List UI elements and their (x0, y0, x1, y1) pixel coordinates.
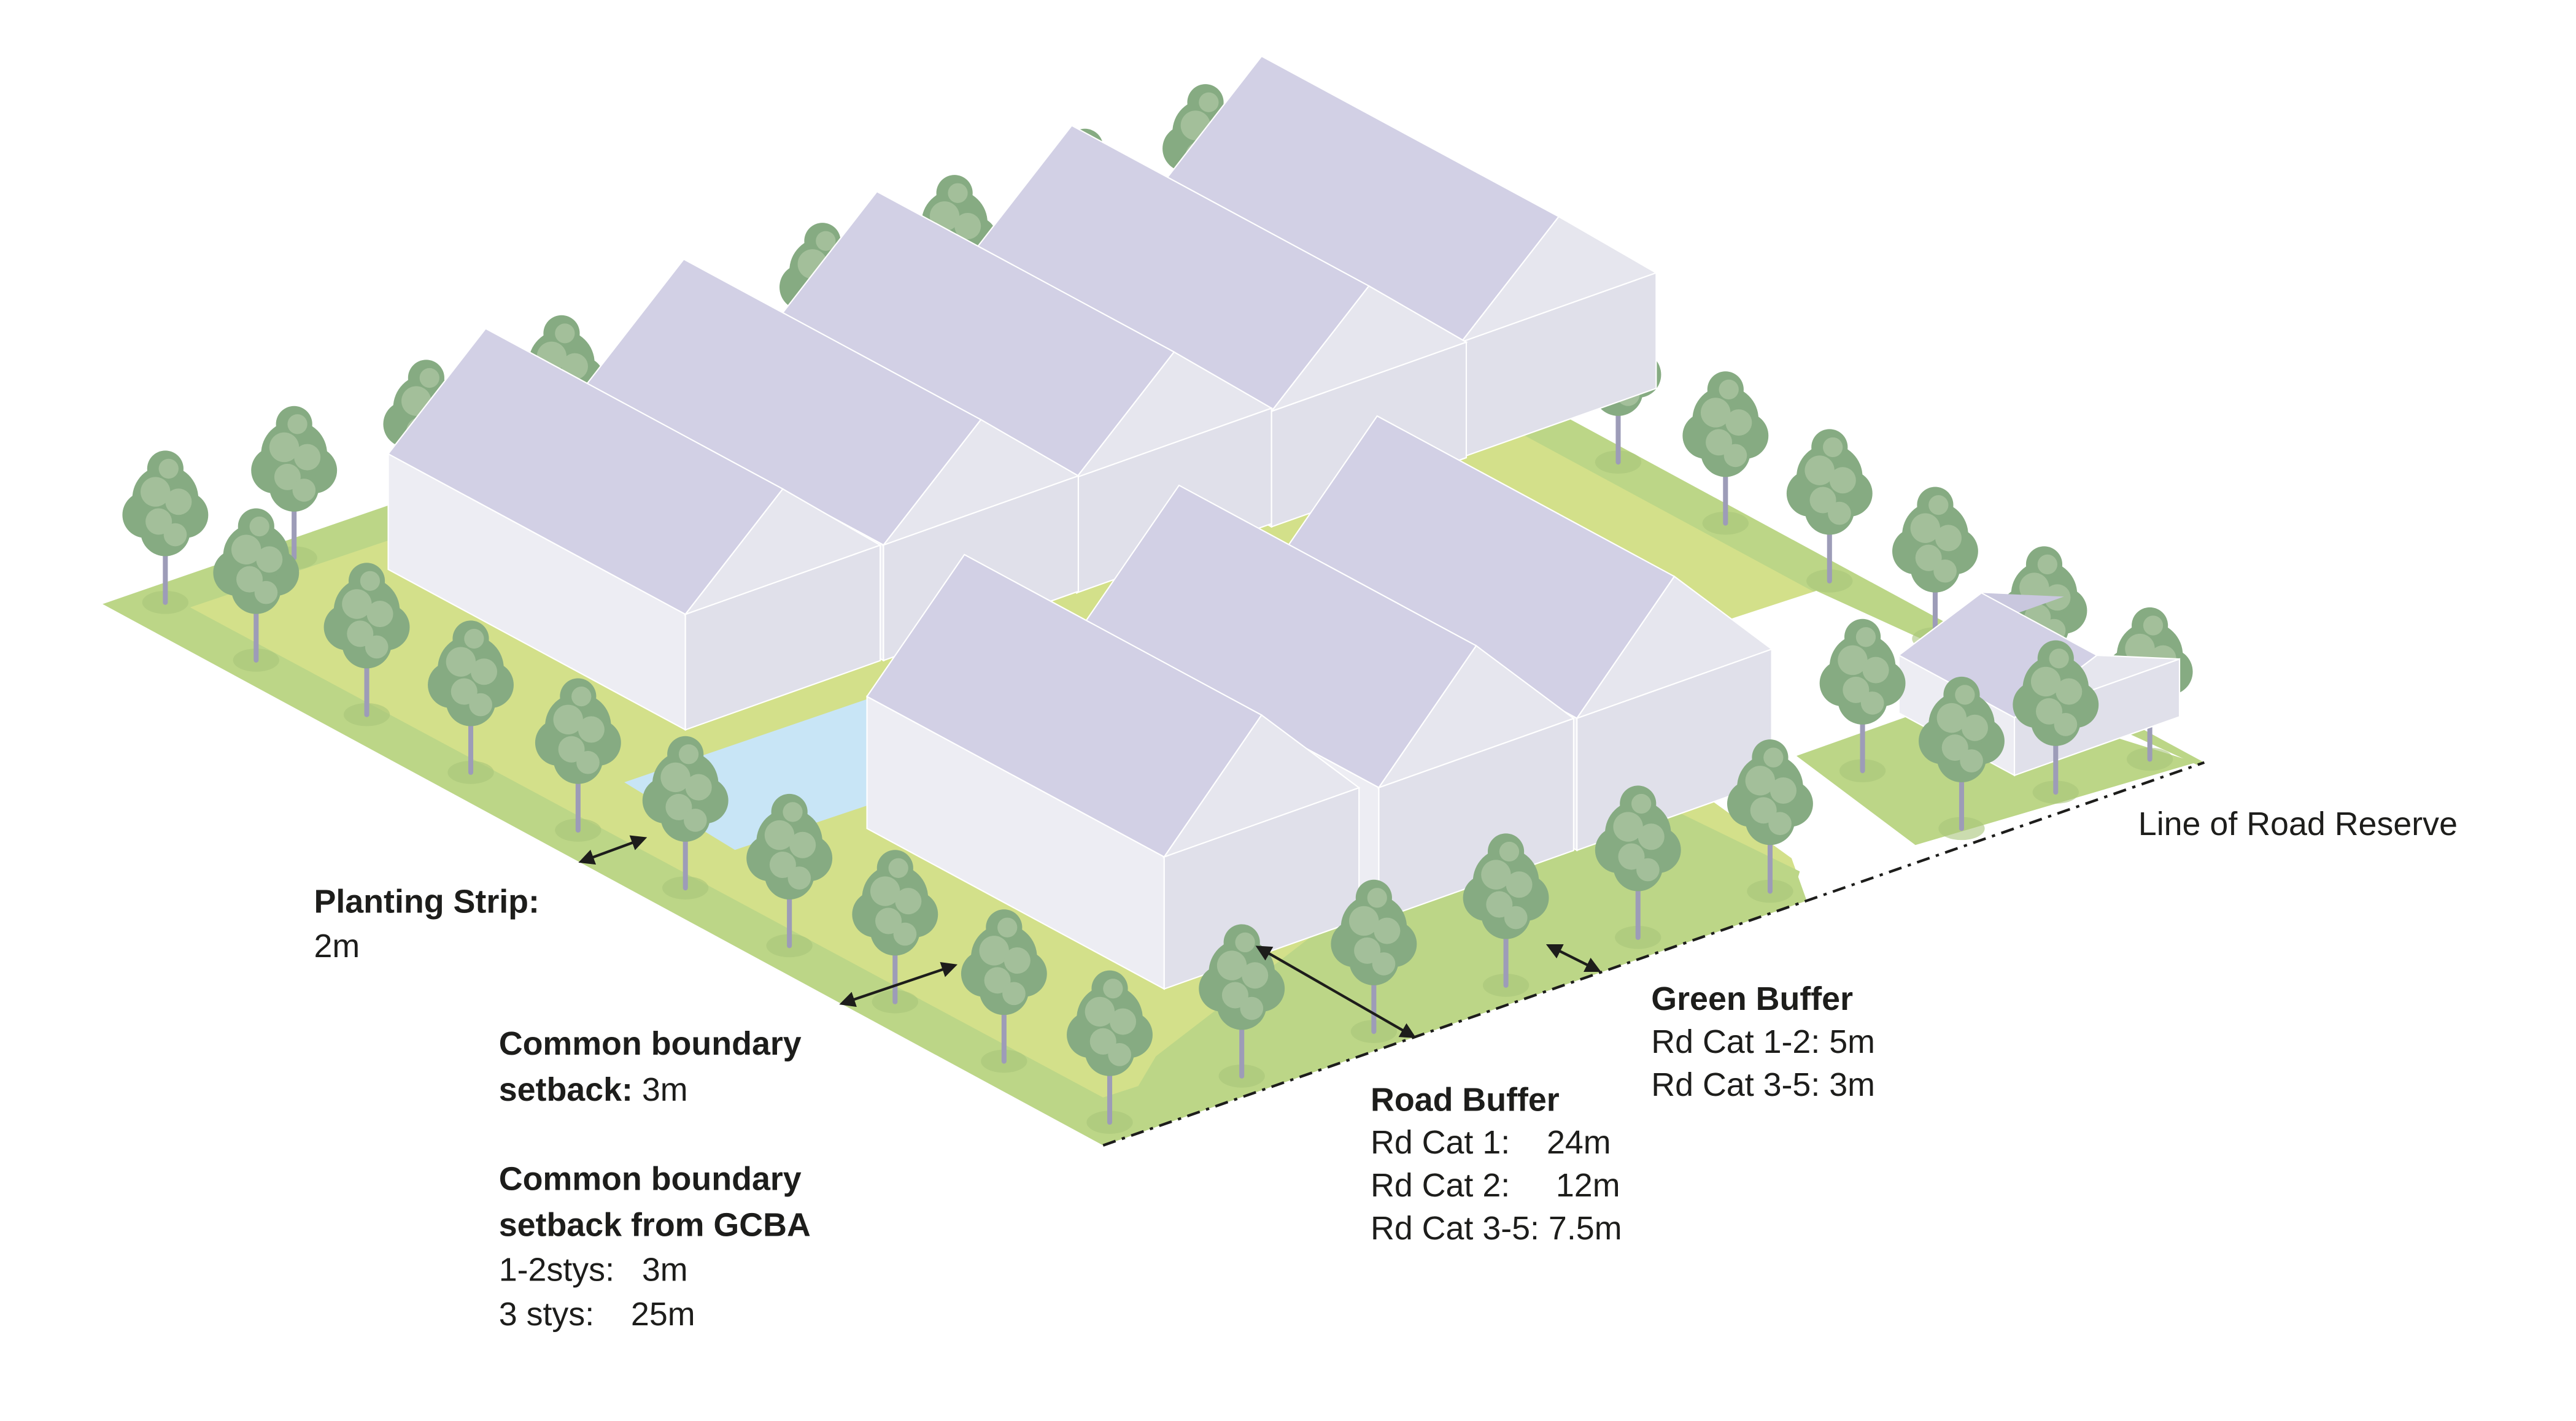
label-common-boundary: Common boundary setback: 3m (499, 1025, 802, 1108)
planting-strip-arrow (578, 835, 648, 865)
tree-canopy (1786, 429, 1873, 535)
tree-canopy (2013, 640, 2099, 746)
tree (213, 508, 300, 672)
label-planting-strip: Planting Strip: 2m (314, 884, 540, 965)
tree-canopy (1463, 833, 1549, 939)
tree (323, 563, 410, 726)
house-gable (1075, 351, 1274, 479)
tree (1595, 785, 1681, 949)
tree (746, 793, 833, 958)
tree-canopy (1819, 618, 1906, 725)
tree-canopy (1727, 739, 1813, 845)
tree-canopy (1595, 785, 1681, 891)
tree-canopy (122, 450, 209, 556)
house-gable (881, 418, 1080, 547)
tree (1819, 618, 1906, 783)
road-buffer-title: Road Buffer (1371, 1081, 1560, 1118)
road-reserve-label: Line of Road Reserve (2138, 806, 2458, 842)
setback-label: setback: (499, 1071, 633, 1108)
tree (1067, 970, 1153, 1134)
house-gable (1459, 215, 1658, 344)
common-boundary-arrow (839, 961, 958, 1007)
green-buffer-title: Green Buffer (1651, 980, 1853, 1017)
tree-canopy (1919, 676, 2005, 783)
houses (387, 55, 2181, 990)
tree-canopy (642, 736, 729, 842)
green-buffer-arrow (1545, 944, 1601, 972)
green-buffer-row: Rd Cat 3-5: 3m (1651, 1066, 1875, 1103)
small-lot (1796, 693, 2196, 845)
house-gable (1377, 644, 1576, 789)
house-gable (1162, 714, 1361, 858)
road-buffer-row: Rd Cat 2: 12m (1371, 1167, 1620, 1204)
common-boundary-setback: setback: 3m (499, 1071, 688, 1108)
tree (428, 620, 514, 784)
tree-canopy (251, 406, 338, 512)
label-green-buffer: Green Buffer Rd Cat 1-2: 5m Rd Cat 3-5: … (1651, 980, 1875, 1103)
annotations (578, 761, 2205, 1147)
tree-canopy (961, 909, 1047, 1015)
tree (642, 736, 729, 899)
gcba-row: 1-2stys: 3m (499, 1251, 688, 1288)
road-buffer-row: Rd Cat 1: 24m (1371, 1124, 1611, 1161)
tree-canopy (213, 508, 300, 614)
tree (1919, 676, 2005, 841)
tree (1786, 429, 1873, 593)
setback-value: 3m (633, 1071, 688, 1108)
house (1080, 484, 1576, 921)
house (387, 328, 882, 731)
green-buffer-row: Rd Cat 1-2: 5m (1651, 1023, 1875, 1060)
label-common-boundary-gcba: Common boundary setback from GCBA 1-2sty… (499, 1160, 811, 1333)
tree (1463, 833, 1549, 997)
house (866, 553, 1361, 990)
tree (251, 406, 338, 570)
gcba-title-1: Common boundary (499, 1160, 802, 1197)
planting-strip-title: Planting Strip: (314, 884, 540, 920)
tree-canopy (1067, 970, 1153, 1076)
road-buffer-arrow (1255, 945, 1417, 1038)
tree (2013, 640, 2099, 804)
tree-canopy (323, 563, 410, 669)
tree-canopy (746, 793, 833, 899)
gcba-row: 3 stys: 25m (499, 1296, 695, 1333)
house-gable (1269, 285, 1468, 413)
tree-canopy (1682, 371, 1769, 477)
tree-canopy (428, 620, 514, 726)
tree (1727, 739, 1813, 903)
road-reserve-line (1102, 761, 2205, 1147)
tree-canopy (535, 678, 621, 784)
house-gable (1575, 575, 1773, 720)
tree (852, 850, 938, 1014)
tree (122, 450, 209, 614)
tree (961, 909, 1047, 1073)
house-gable (683, 488, 882, 616)
tree-canopy (1892, 487, 1978, 593)
tree-canopy (852, 850, 938, 956)
gcba-title-2: setback from GCBA (499, 1207, 811, 1244)
planting-strip-value: 2m (314, 928, 360, 965)
tree (1682, 371, 1769, 535)
road-buffer-row: Rd Cat 3-5: 7.5m (1371, 1210, 1622, 1247)
common-boundary-title: Common boundary (499, 1025, 802, 1062)
tree (535, 678, 621, 842)
label-road-buffer: Road Buffer Rd Cat 1: 24m Rd Cat 2: 12m … (1371, 1081, 1622, 1247)
